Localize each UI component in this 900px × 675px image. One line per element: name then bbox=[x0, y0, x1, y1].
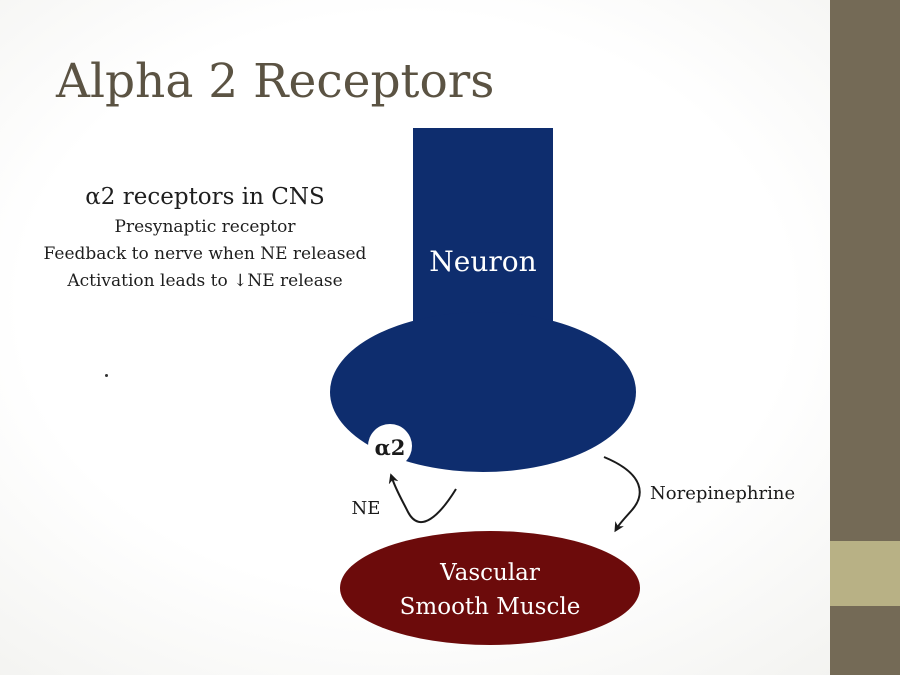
neuron-axon bbox=[413, 128, 553, 333]
bullet-line-activation: Activation leads to ↓NE release bbox=[67, 271, 343, 291]
alpha2-receptor-label: α2 bbox=[375, 435, 406, 460]
ne-feedback-arrow bbox=[388, 473, 457, 524]
alpha2-receptor bbox=[368, 424, 412, 468]
ne-label: NE bbox=[352, 498, 381, 519]
bullet-text-block: α2 receptors in CNS Presynaptic receptor… bbox=[20, 180, 390, 295]
slide-title: Alpha 2 Receptors bbox=[56, 54, 495, 109]
bullet-line-presynaptic: Presynaptic receptor bbox=[114, 217, 296, 237]
muscle-label-line2: Smooth Muscle bbox=[400, 594, 581, 620]
sidebar-accent bbox=[830, 541, 900, 606]
stray-dot bbox=[105, 374, 108, 377]
bullet-line-feedback: Feedback to nerve when NE released bbox=[43, 244, 367, 264]
bullet-heading: α2 receptors in CNS bbox=[85, 184, 325, 210]
vascular-smooth-muscle bbox=[340, 531, 640, 645]
norepinephrine-label: Norepinephrine bbox=[650, 483, 795, 504]
norepinephrine-arrow bbox=[603, 456, 641, 533]
muscle-label-line1: Vascular bbox=[439, 560, 540, 586]
neuron-label: Neuron bbox=[429, 245, 536, 278]
